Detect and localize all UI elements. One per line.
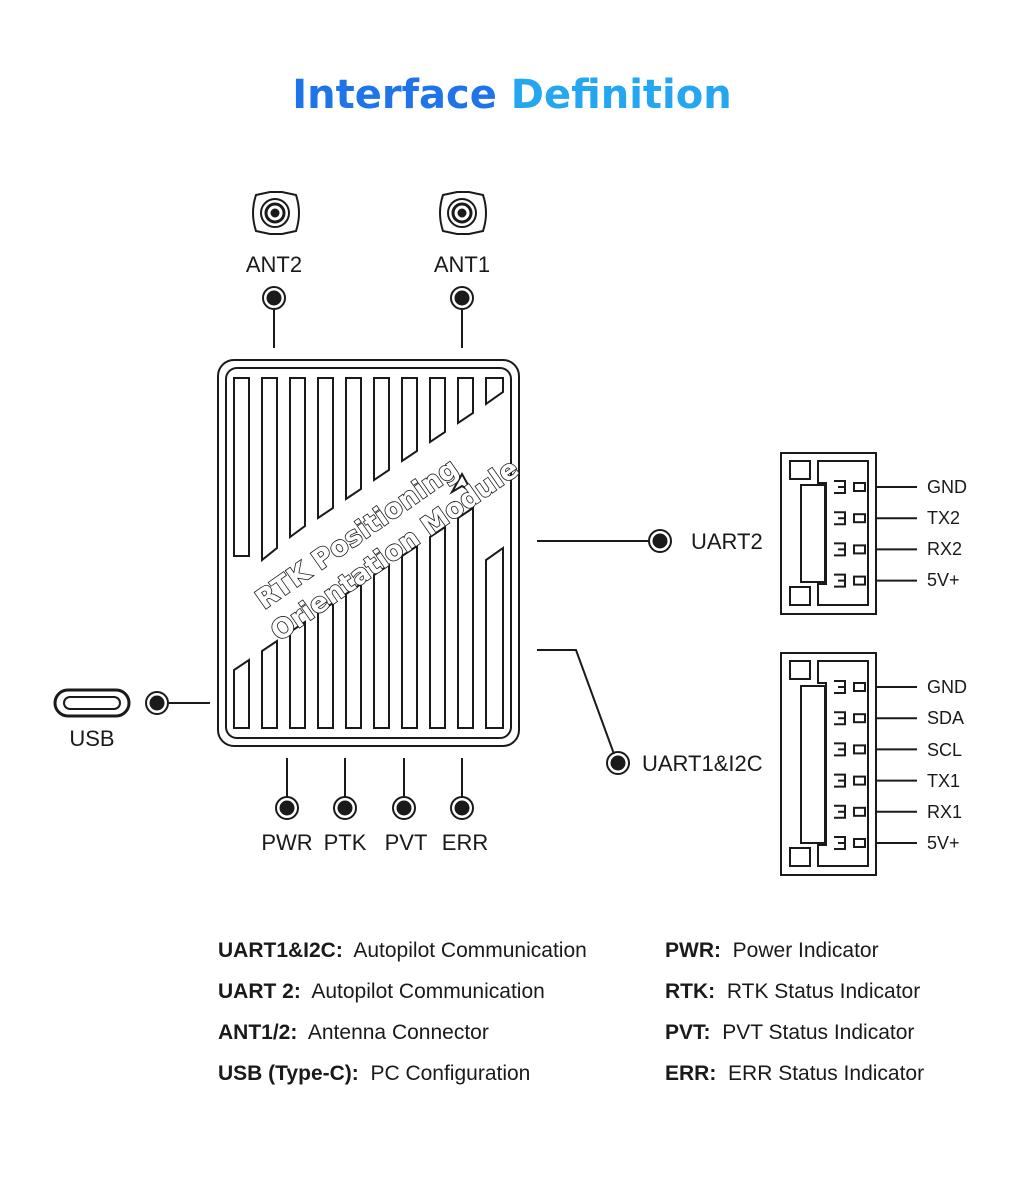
pin-terminal bbox=[853, 775, 866, 786]
legend-desc: Power Indicator bbox=[732, 939, 879, 962]
ant1-connector-icon bbox=[439, 191, 487, 235]
interface-diagram: ANT2 ANT1 USB PWR PTK PVT ERR UART2 UART… bbox=[53, 191, 967, 876]
legend-item: USB (Type-C): PC Configuration bbox=[218, 1053, 587, 1094]
page-title: Interface Definition bbox=[0, 72, 1024, 118]
uart1-pin-label: GND bbox=[927, 677, 967, 697]
legend-item: RTK: RTK Status Indicator bbox=[665, 971, 924, 1012]
title-part-1: Interface bbox=[292, 72, 497, 118]
pin-terminal bbox=[853, 713, 866, 724]
pin-terminal bbox=[853, 682, 866, 692]
uart2-pin-label: 5V+ bbox=[927, 570, 960, 590]
legend-item: UART 2: Autopilot Communication bbox=[218, 971, 587, 1012]
uart1-pin-label: RX1 bbox=[927, 802, 962, 822]
legend-desc: PC Configuration bbox=[370, 1062, 531, 1085]
arrow-up-icon bbox=[449, 471, 475, 495]
led-pwr-label: PWR bbox=[261, 830, 312, 855]
legend-item: PVT: PVT Status Indicator bbox=[665, 1012, 924, 1053]
pin-contact bbox=[834, 742, 846, 757]
uart1-pin-label: 5V+ bbox=[927, 833, 960, 853]
led-ptk-marker bbox=[333, 758, 357, 820]
pin-terminal bbox=[853, 575, 866, 586]
pin-contact bbox=[834, 804, 846, 819]
pin-contact bbox=[834, 573, 846, 588]
uart2-connector bbox=[780, 452, 877, 615]
ant1-port-marker bbox=[450, 286, 474, 348]
legend-item: UART1&I2C: Autopilot Communication bbox=[218, 930, 587, 971]
pin-contact bbox=[834, 511, 846, 526]
pin-terminal bbox=[853, 544, 866, 555]
uart1-pin-leads bbox=[834, 680, 917, 850]
pin-terminal bbox=[853, 838, 866, 848]
ant2-connector-icon bbox=[252, 191, 300, 235]
legend-key: UART 2: bbox=[218, 980, 301, 1003]
legend-item: ANT1/2: Antenna Connector bbox=[218, 1012, 587, 1053]
pin-terminal bbox=[853, 744, 866, 755]
legend-item: ERR: ERR Status Indicator bbox=[665, 1053, 924, 1094]
led-ptk-label: PTK bbox=[324, 830, 367, 855]
usb-port-marker bbox=[145, 691, 210, 715]
uart1-port-marker bbox=[537, 649, 630, 775]
pin-terminal bbox=[853, 482, 866, 492]
pin-contact bbox=[834, 542, 846, 557]
pin-terminal bbox=[853, 513, 866, 524]
uart1-label: UART1&I2C bbox=[642, 751, 763, 776]
ant1-label: ANT1 bbox=[434, 252, 490, 277]
title-part-2: Definition bbox=[510, 72, 732, 118]
legend-desc: RTK Status Indicator bbox=[726, 980, 921, 1003]
uart2-label: UART2 bbox=[691, 529, 763, 554]
led-err-label: ERR bbox=[442, 830, 488, 855]
legend-left: UART1&I2C: Autopilot Communication UART … bbox=[218, 930, 587, 1094]
legend-key: UART1&I2C: bbox=[218, 939, 343, 962]
legend-key: PVT: bbox=[665, 1021, 711, 1044]
usb-label: USB bbox=[69, 726, 114, 751]
legend-key: ERR: bbox=[665, 1062, 717, 1085]
uart2-port-marker bbox=[537, 529, 672, 553]
pin-contact bbox=[834, 480, 846, 494]
legend-desc: Autopilot Communication bbox=[353, 939, 587, 962]
ant2-port-marker bbox=[262, 286, 286, 348]
uart2-pin-label: RX2 bbox=[927, 539, 962, 559]
pin-contact bbox=[834, 773, 846, 788]
legend-desc: ERR Status Indicator bbox=[728, 1062, 925, 1085]
legend-right: PWR: Power Indicator RTK: RTK Status Ind… bbox=[665, 930, 924, 1094]
led-pvt-marker bbox=[392, 758, 416, 820]
pin-contact bbox=[834, 836, 846, 850]
usb-type-c-icon bbox=[53, 688, 131, 718]
legend-key: USB (Type-C): bbox=[218, 1062, 359, 1085]
legend-desc: Autopilot Communication bbox=[311, 980, 545, 1003]
led-err-marker bbox=[450, 758, 474, 820]
module-body bbox=[217, 359, 520, 747]
uart2-pin-label: TX2 bbox=[927, 508, 960, 528]
pin-terminal bbox=[853, 806, 866, 817]
uart2-pin-leads bbox=[834, 480, 917, 588]
uart2-pin-label: GND bbox=[927, 477, 967, 497]
led-pvt-label: PVT bbox=[385, 830, 428, 855]
led-pwr-marker bbox=[275, 758, 299, 820]
legend-key: RTK: bbox=[665, 980, 716, 1003]
uart1-connector bbox=[780, 652, 877, 876]
legend-desc: Antenna Connector bbox=[307, 1021, 489, 1044]
uart1-pin-label: SDA bbox=[927, 708, 964, 728]
legend-key: PWR: bbox=[665, 939, 721, 962]
pin-contact bbox=[834, 711, 846, 726]
ant2-label: ANT2 bbox=[246, 252, 302, 277]
legend-key: ANT1/2: bbox=[218, 1021, 298, 1044]
legend-desc: PVT Status Indicator bbox=[722, 1021, 915, 1044]
uart1-pin-label: TX1 bbox=[927, 771, 960, 791]
legend-item: PWR: Power Indicator bbox=[665, 930, 924, 971]
pin-contact bbox=[834, 680, 846, 694]
uart1-pin-label: SCL bbox=[927, 740, 962, 760]
